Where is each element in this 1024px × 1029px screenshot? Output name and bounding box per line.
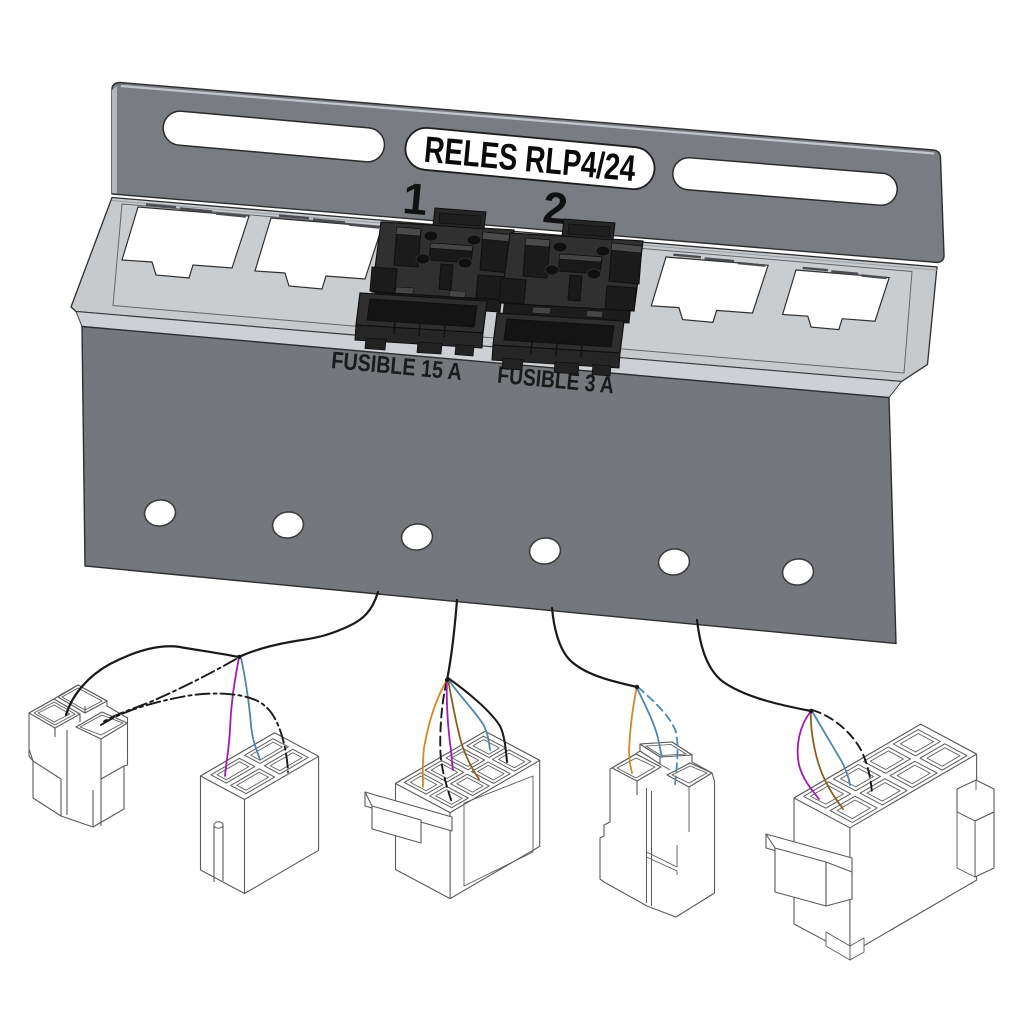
svg-text:1: 1 — [401, 174, 430, 225]
